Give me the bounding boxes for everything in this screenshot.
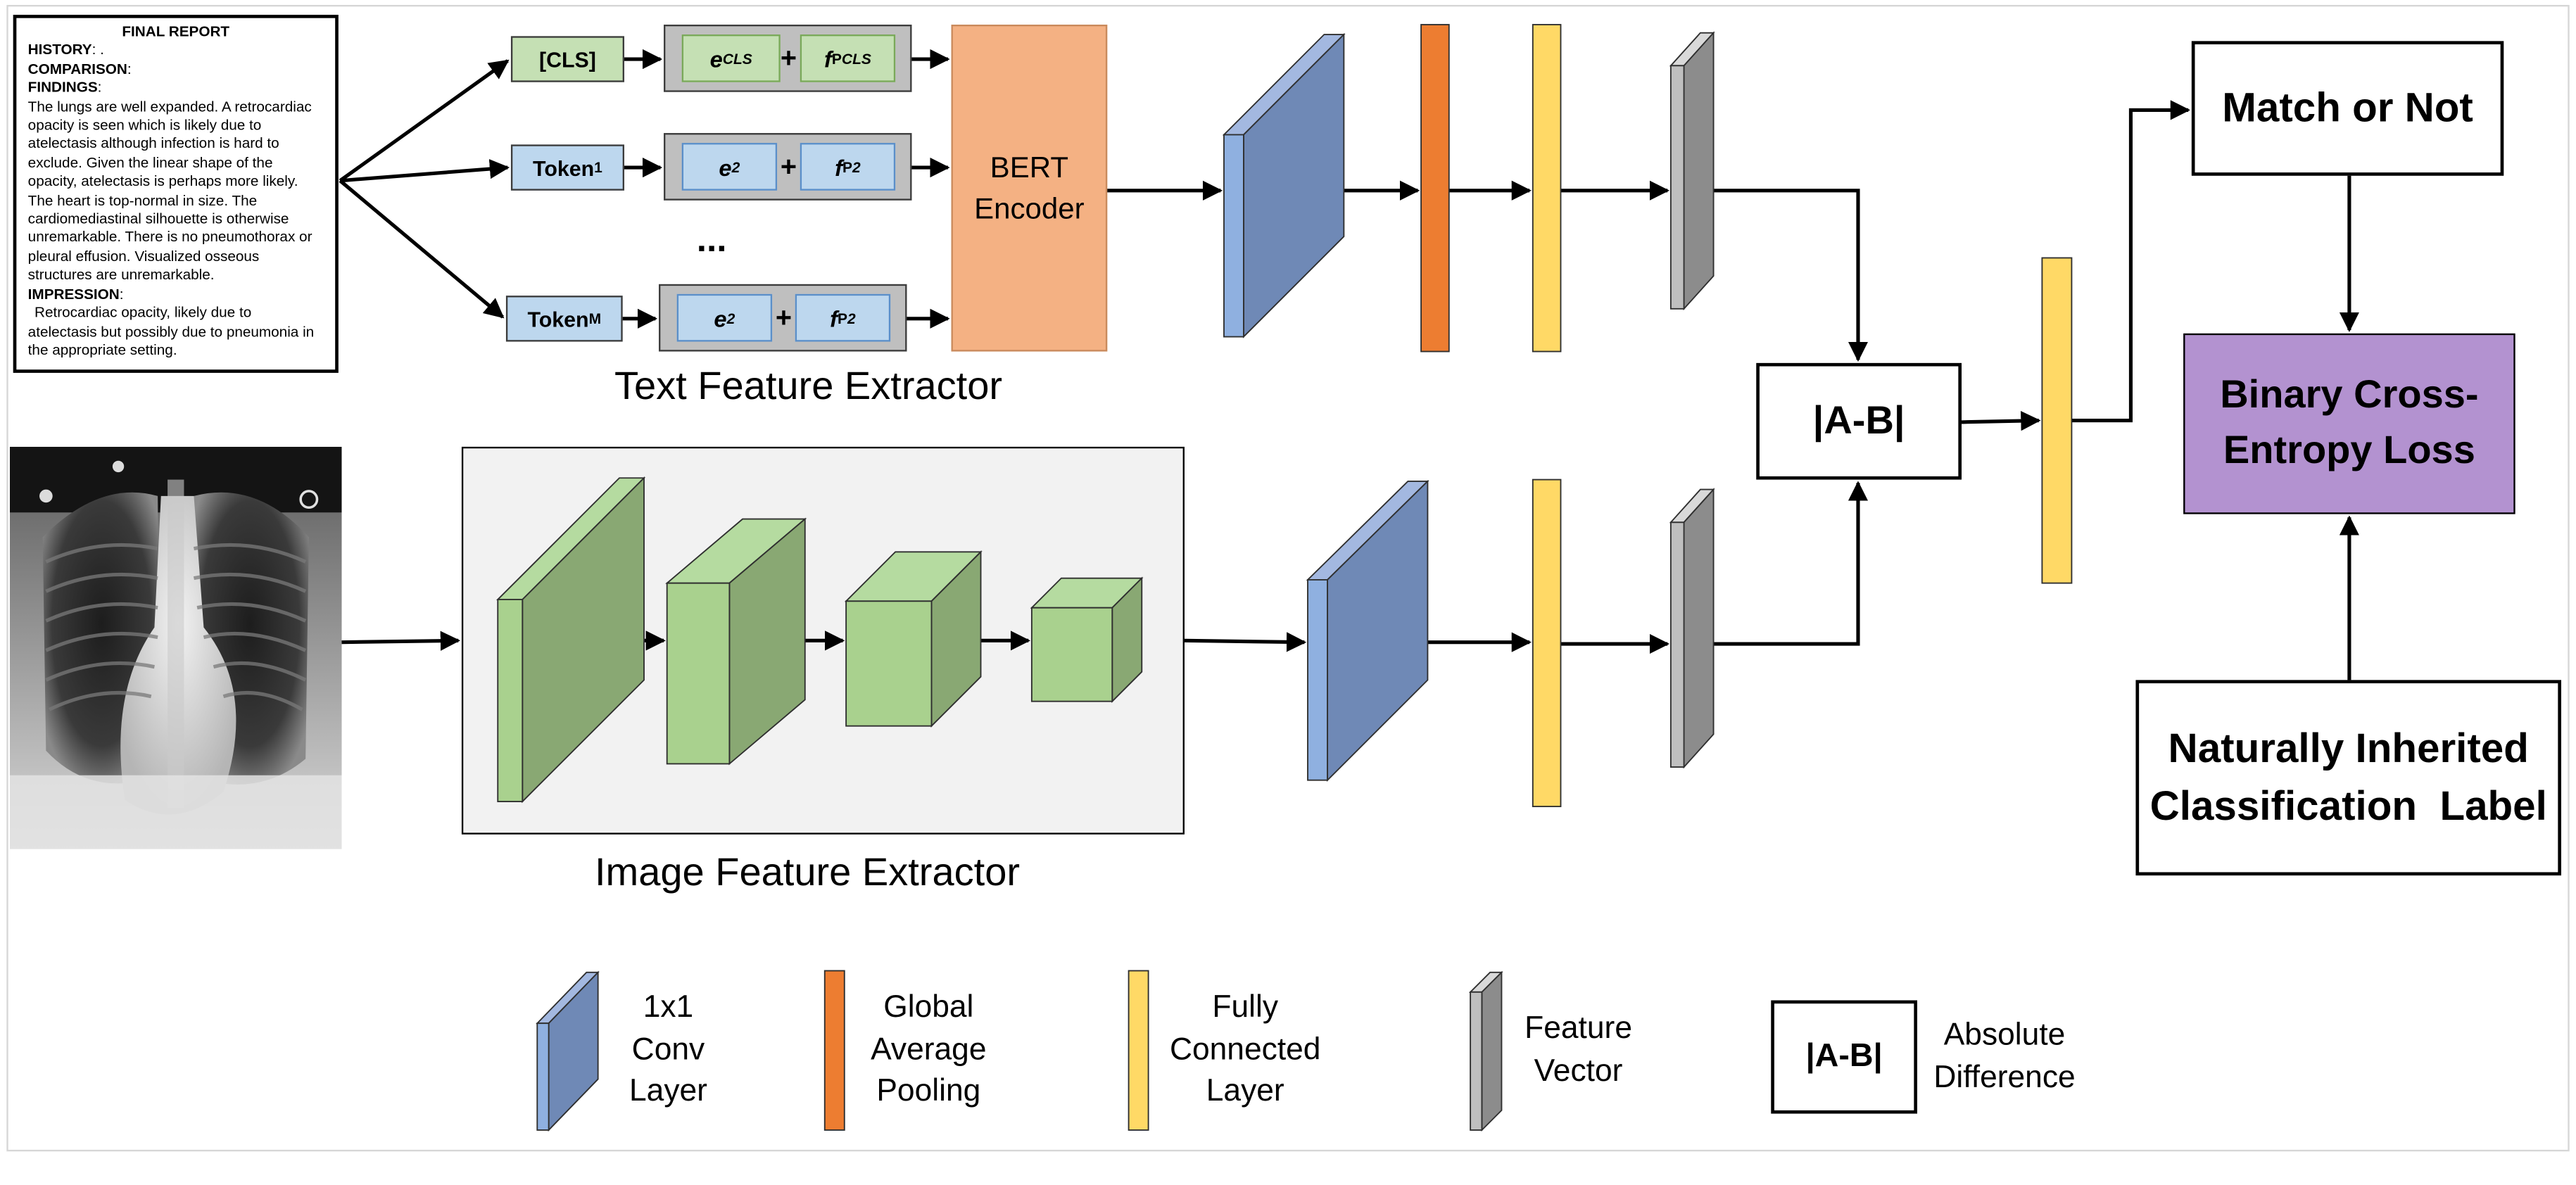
arrow-report-to-cls xyxy=(339,59,510,182)
token-m-subscript: M xyxy=(588,310,602,327)
plus-sign: + xyxy=(780,150,797,182)
plus-sign: + xyxy=(780,42,797,73)
arrow-image-feature-to-absdiff xyxy=(1713,481,1869,646)
legend-conv-swatch xyxy=(536,970,600,1132)
image-feature-extractor-title: Image Feature Extractor xyxy=(594,851,1021,896)
arrow-text-feature-to-absdiff xyxy=(1713,189,1869,362)
report-history-value: : . xyxy=(91,42,104,58)
report-comparison-key: COMPARISON xyxy=(27,60,127,77)
token-m-label: Token xyxy=(527,306,589,331)
image-fc-layer xyxy=(1532,479,1562,808)
bert-encoder: BERT Encoder xyxy=(951,25,1108,352)
report-history-key: HISTORY xyxy=(27,42,92,58)
legend-abs-box: |A-B| xyxy=(1771,1000,1918,1114)
chest-xray-image xyxy=(10,446,342,849)
bce-loss-box: Binary Cross- Entropy Loss xyxy=(2183,333,2515,514)
cls-token: [CLS] xyxy=(510,36,624,82)
figure-frame xyxy=(6,5,2570,1152)
report-findings-key: FINDINGS xyxy=(27,79,98,96)
text-feature-vector xyxy=(1669,31,1715,311)
cnn-block-3 xyxy=(844,550,983,728)
report-impression-text: Retrocardiac opacity, likely due to atel… xyxy=(27,304,315,358)
bert-label-line2: Encoder xyxy=(974,191,1085,224)
bce-line1: Binary Cross- xyxy=(2220,372,2479,417)
token-1-label: Token xyxy=(533,155,595,180)
arrow-xray-to-cnn xyxy=(341,630,461,651)
report-impression-key: IMPRESSION xyxy=(27,285,120,302)
text-fc-layer xyxy=(1532,24,1562,353)
radiology-report: FINAL REPORT HISTORY: . COMPARISON: FIND… xyxy=(13,15,339,373)
arrow-report-to-token1 xyxy=(339,158,510,183)
report-findings-colon: : xyxy=(97,79,102,96)
arrow-report-to-tokenm xyxy=(339,179,505,319)
plus-sign: + xyxy=(775,301,793,333)
bce-line2: Entropy Loss xyxy=(2223,429,2475,474)
match-or-not-box: Match or Not xyxy=(2191,41,2504,176)
report-title: FINAL REPORT xyxy=(122,23,230,40)
token-1-subscript: 1 xyxy=(594,159,602,176)
cnn-block-1 xyxy=(496,476,646,804)
cnn-block-4 xyxy=(1030,576,1144,703)
ellipsis: ... xyxy=(696,218,727,260)
arrow-cnn-to-conv xyxy=(1184,632,1307,652)
image-conv-layer xyxy=(1306,479,1429,782)
text-conv-layer xyxy=(1222,32,1346,338)
cls-token-label: [CLS] xyxy=(538,46,596,72)
cnn-block-2 xyxy=(665,517,807,766)
label-line1: Naturally Inherited xyxy=(2168,725,2529,771)
legend-fc-swatch xyxy=(1128,970,1149,1131)
image-feature-vector xyxy=(1669,488,1715,769)
text-gap-layer xyxy=(1420,24,1450,353)
joint-fc-layer xyxy=(2041,257,2073,584)
legend-gap-swatch xyxy=(823,970,845,1131)
abs-diff-box: |A-B| xyxy=(1756,362,1962,480)
bert-label-line1: BERT xyxy=(990,150,1068,184)
report-comparison-value: : xyxy=(127,60,132,77)
arrow-absdiff-to-fc xyxy=(1961,410,2041,431)
text-feature-extractor-title: Text Feature Extractor xyxy=(614,365,1003,410)
report-impression-colon: : xyxy=(119,285,124,302)
label-line2: Classification Label xyxy=(2149,782,2547,829)
legend-feature-swatch xyxy=(1468,970,1503,1132)
report-findings-text: The lungs are well expanded. A retrocard… xyxy=(27,98,312,284)
arrow-fc-to-match xyxy=(2071,100,2190,423)
